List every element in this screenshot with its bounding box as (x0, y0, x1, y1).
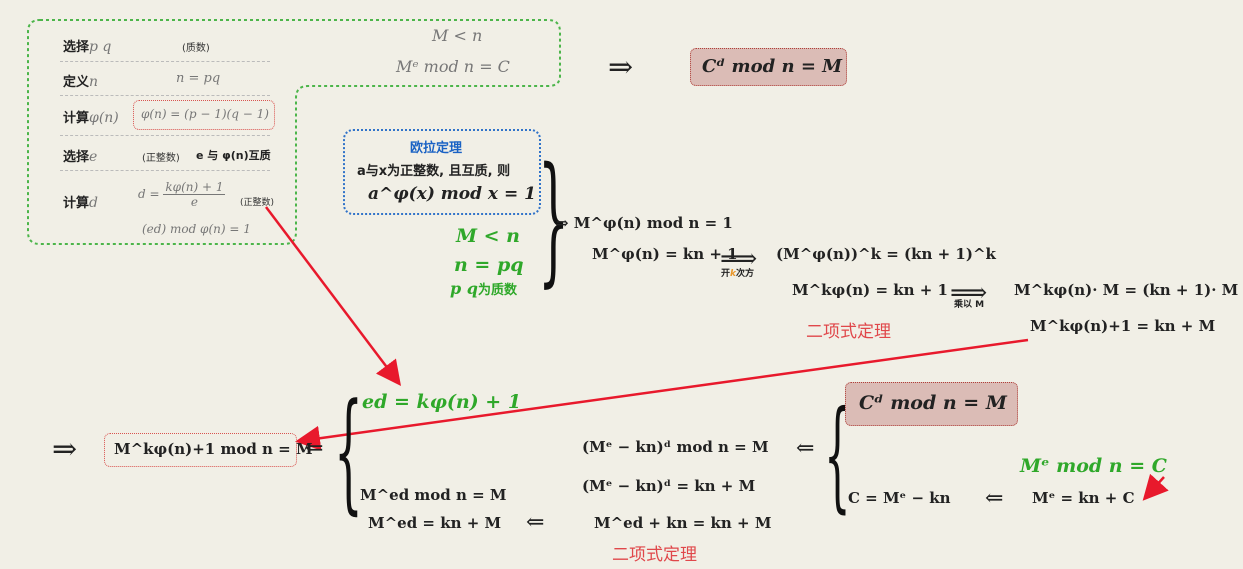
row-separator (60, 61, 270, 62)
bottom-med-mod: M^ed mod n = M (360, 486, 507, 504)
euler-line2: a^φ(x) mod x = 1 (368, 184, 536, 204)
binomial-label-2: 二项式定理 (612, 545, 697, 565)
deriv-d6: M^kφ(n)+1 = kn + M (1030, 317, 1216, 335)
bottom-leftarrow-2: ⇐ (526, 510, 545, 535)
deriv-arrow2-label: 乘以 M (954, 300, 985, 310)
brace-left-1: { (334, 375, 363, 527)
step-choose-pq: 选择p q (63, 39, 112, 55)
deriv-d4: M^kφ(n) = kn + 1 (792, 281, 948, 299)
bottom-me-mod: Mᵉ mod n = C (1020, 455, 1167, 477)
deriv-arrow2: ⟹ (950, 278, 987, 308)
euler-box (343, 129, 541, 215)
step-compute-d-note: (正整数) (240, 198, 275, 208)
step-compute-d: 计算d (63, 195, 98, 211)
bottom-result: M^kφ(n)+1 mod n = M (114, 440, 313, 458)
cond-m-lt-n: M < n (456, 225, 520, 247)
brace-right: } (538, 138, 570, 301)
bottom-implies: ⇒ (52, 432, 78, 467)
row-separator (60, 95, 270, 96)
step-compute-d-mod: (ed) mod φ(n) = 1 (142, 222, 251, 236)
top-decrypt: Cᵈ mod n = M (702, 56, 843, 77)
row-separator (60, 135, 270, 136)
deriv-d2: M^φ(n) = kn + 1 (592, 245, 738, 263)
step-define-n: 定义n (63, 74, 99, 90)
step-choose-e-note: (正整数) (142, 153, 180, 164)
cond-n-pq: n = pq (454, 254, 524, 276)
arrow-to-result (295, 338, 1029, 451)
bottom-leftarrow-4: ⇐ (985, 486, 1004, 511)
top-encrypt: Mᵉ mod n = C (396, 57, 510, 76)
phi-highlight-box (133, 100, 275, 130)
bottom-c-eq: C = Mᵉ − kn (848, 489, 951, 507)
deriv-d5: M^kφ(n)· M = (kn + 1)· M (1014, 281, 1239, 299)
cd-box (845, 382, 1018, 426)
bottom-cd: Cᵈ mod n = M (859, 392, 1007, 414)
bottom-leftarrow-1: ⇐ (305, 436, 324, 461)
step-choose-e-cond: e 与 φ(n)互质 (196, 149, 271, 162)
step-compute-phi-formula: φ(n) = (p − 1)(q − 1) (141, 107, 269, 121)
step-choose-e: 选择e (63, 149, 98, 165)
deriv-arrow1-label: 开k次方 (721, 269, 755, 279)
euler-title: 欧拉定理 (410, 141, 463, 156)
arrow-d-to-ed (265, 206, 402, 386)
cond-pq-prime: p q为质数 (450, 279, 517, 298)
steps-frame (27, 19, 561, 245)
top-implies: ⇒ (608, 50, 634, 85)
deriv-arrow1: ⟹ (720, 244, 757, 274)
step-choose-pq-note: (质数) (182, 43, 210, 54)
row-separator (60, 170, 270, 171)
result-box (104, 433, 297, 467)
bottom-mid3: M^ed + kn = kn + M (594, 514, 772, 532)
euler-line1: a与x为正整数, 且互质, 则 (357, 164, 511, 179)
bottom-leftarrow-3: ⇐ (796, 436, 815, 461)
bottom-mid1: (Mᵉ − kn)ᵈ mod n = M (582, 438, 769, 456)
top-m-lt-n: M < n (432, 26, 483, 45)
bottom-ed-eq: ed = kφ(n) + 1 (362, 391, 522, 413)
deriv-d1: ⇒ M^φ(n) mod n = 1 (556, 214, 733, 232)
bottom-mid2: (Mᵉ − kn)ᵈ = kn + M (582, 477, 756, 495)
decrypt-box (690, 48, 847, 86)
deriv-d3: (M^φ(n))^k = (kn + 1)^k (776, 245, 996, 263)
bottom-me-eq: Mᵉ = kn + C (1032, 489, 1135, 507)
binomial-label-1: 二项式定理 (806, 322, 891, 342)
arrow-to-me (1142, 473, 1169, 501)
step-compute-phi: 计算φ(n) (63, 110, 119, 126)
step-define-n-formula: n = pq (176, 71, 221, 86)
bottom-med-eq: M^ed = kn + M (368, 514, 502, 532)
